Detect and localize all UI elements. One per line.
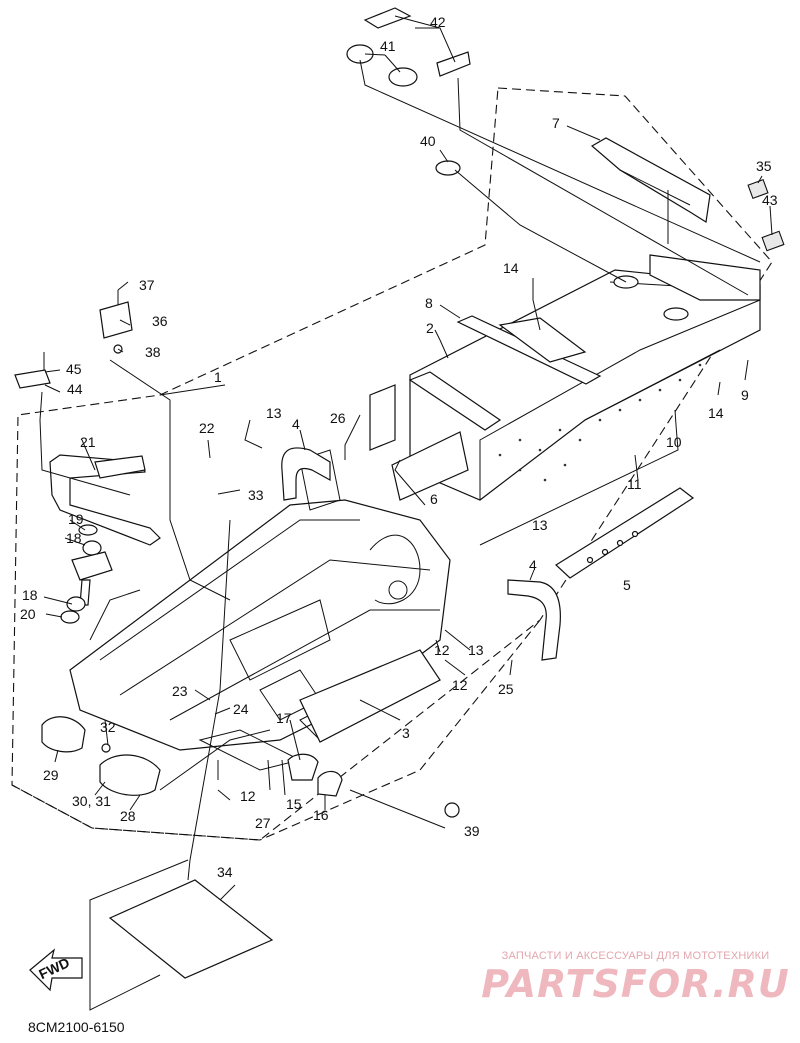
callout-10: 10: [666, 434, 682, 450]
callout-45: 45: [66, 361, 82, 377]
callout-17: 17: [276, 710, 292, 726]
callout-37: 37: [139, 277, 155, 293]
callout-13c: 13: [468, 642, 484, 658]
callout-35: 35: [756, 158, 772, 174]
callout-34: 34: [217, 864, 233, 880]
callout-24: 24: [233, 701, 249, 717]
callout-2: 2: [426, 320, 434, 336]
callout-41: 41: [380, 38, 396, 54]
callout-20: 20: [20, 606, 36, 622]
callout-25: 25: [498, 681, 514, 697]
callout-43: 43: [762, 192, 778, 208]
callout-18b: 18: [22, 587, 38, 603]
callout-16: 16: [313, 807, 329, 823]
callout-36: 36: [152, 313, 168, 329]
callout-12c: 12: [240, 788, 256, 804]
callout-19: 19: [68, 511, 84, 527]
callout-4b: 4: [529, 557, 537, 573]
small-parts-top: [346, 7, 785, 252]
callout-40: 40: [420, 133, 436, 149]
callout-22: 22: [199, 420, 215, 436]
skid-plate-3: [299, 649, 441, 743]
callout-13a: 13: [266, 405, 282, 421]
reinforcement-bar-5: [555, 487, 695, 579]
rear-bracket-7: [590, 137, 711, 223]
callout-7: 7: [552, 115, 560, 131]
fwd-arrow-icon: FWD: [29, 948, 83, 992]
boundary-lower-assembly: [11, 619, 541, 841]
grab-handle-4: [281, 447, 561, 661]
boundary-main-assembly: [11, 87, 773, 841]
callout-29: 29: [43, 767, 59, 783]
callout-13b: 13: [532, 517, 548, 533]
callout-27: 27: [255, 815, 271, 831]
callout-23: 23: [172, 683, 188, 699]
callout-32: 32: [100, 719, 116, 735]
callout-21: 21: [80, 434, 96, 450]
slide-rail-8: [408, 315, 602, 431]
small-parts-left: [14, 290, 133, 624]
callout-labels: 42 41 7 40 35 43 14 37 8 36 2 38 45 1 44…: [20, 14, 778, 880]
callout-26: 26: [330, 410, 346, 426]
callout-15: 15: [286, 796, 302, 812]
callout-38: 38: [145, 344, 161, 360]
watermark-logo: PARTSFOR.RU: [481, 962, 790, 1006]
callout-44: 44: [67, 381, 83, 397]
callout-9: 9: [741, 387, 749, 403]
callout-30-31: 30, 31: [72, 793, 111, 809]
callout-33: 33: [248, 487, 264, 503]
callout-3: 3: [402, 725, 410, 741]
callout-42: 42: [430, 14, 446, 30]
watermark-tagline: ЗАПЧАСТИ И АКСЕССУАРЫ ДЛЯ МОТОТЕХНИКИ: [501, 950, 770, 962]
callout-39: 39: [464, 823, 480, 839]
callout-14b: 14: [708, 405, 724, 421]
small-parts-bottom: [41, 716, 460, 818]
callout-11: 11: [627, 476, 642, 492]
callout-1: 1: [214, 369, 222, 385]
callout-12b: 12: [452, 677, 468, 693]
callout-8: 8: [425, 295, 433, 311]
side-panel-2-6: [369, 384, 469, 501]
callout-28: 28: [120, 808, 136, 824]
callout-4a: 4: [292, 416, 300, 432]
callout-18a: 18: [66, 530, 82, 546]
callout-14a: 14: [503, 260, 519, 276]
callout-12a: 12: [434, 642, 450, 658]
callout-6: 6: [430, 491, 438, 507]
catalog-code: 8CM2100-6150: [28, 1019, 125, 1035]
tunnel-assembly: [409, 254, 761, 501]
callout-5: 5: [623, 577, 631, 593]
floor-mat-34: [108, 879, 274, 979]
leader-lines: [39, 15, 773, 1011]
front-bumper-21: [49, 454, 161, 546]
